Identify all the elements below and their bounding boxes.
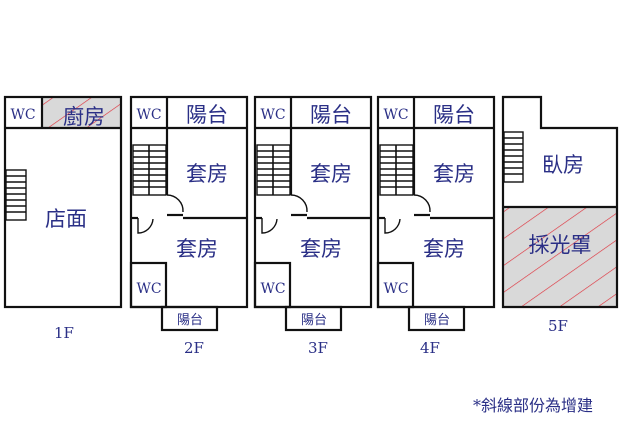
room-label-wc: WC <box>10 107 35 123</box>
floor-2f: WC 陽台 套房 套房 WC 陽台 2F <box>129 95 249 357</box>
room-label-wc-bottom: WC <box>260 281 285 297</box>
room-label-balcony-bottom: 陽台 <box>301 313 327 328</box>
kitchen-hatched-area <box>43 97 121 128</box>
room-label-balcony-bottom: 陽台 <box>424 313 450 328</box>
floor-label: 5F <box>548 317 568 335</box>
floor-label: 4F <box>420 339 440 357</box>
floor-label: 1F <box>54 324 74 342</box>
stairs-icon <box>5 169 27 221</box>
room-label-wc-top: WC <box>260 107 285 123</box>
floor-5f: 臥房 採光罩 5F <box>501 95 619 335</box>
room-label-suite-2: 套房 <box>300 237 342 261</box>
room-label-wc-top: WC <box>136 107 161 123</box>
stairs-icon <box>503 131 524 183</box>
room-label-suite-2: 套房 <box>176 237 218 261</box>
room-label-skylight: 採光罩 <box>529 233 592 257</box>
legend-note: *斜線部份為增建 <box>473 396 593 415</box>
room-label-kitchen: 廚房 <box>63 105 105 129</box>
stairs-icon <box>132 144 167 196</box>
room-label-balcony-top: 陽台 <box>433 103 475 127</box>
skylight-hatched-area <box>503 207 617 307</box>
room-label-suite-2: 套房 <box>423 237 465 261</box>
floor-1f: WC 廚房 店面 1F <box>3 95 123 342</box>
room-label-wc-bottom: WC <box>383 281 408 297</box>
room-label-balcony-top: 陽台 <box>310 103 352 127</box>
room-label-suite-1: 套房 <box>310 162 352 186</box>
floor-outline <box>3 95 123 309</box>
room-label-suite-1: 套房 <box>433 162 475 186</box>
room-label-wc-top: WC <box>383 107 408 123</box>
floor-label: 3F <box>308 339 328 357</box>
stairs-icon <box>256 144 291 196</box>
room-label-shop: 店面 <box>45 207 87 231</box>
room-label-bedroom: 臥房 <box>542 153 584 177</box>
floor-3f: WC 陽台 套房 套房 WC 陽台 3F <box>253 95 373 357</box>
stairs-icon <box>379 144 414 196</box>
room-label-suite-1: 套房 <box>186 162 228 186</box>
floor-outline <box>501 95 619 309</box>
room-label-wc-bottom: WC <box>136 281 161 297</box>
room-label-balcony-top: 陽台 <box>186 103 228 127</box>
room-label-balcony-bottom: 陽台 <box>177 313 203 328</box>
floor-label: 2F <box>184 339 204 357</box>
floor-4f: WC 陽台 套房 套房 WC 陽台 4F <box>376 95 496 357</box>
